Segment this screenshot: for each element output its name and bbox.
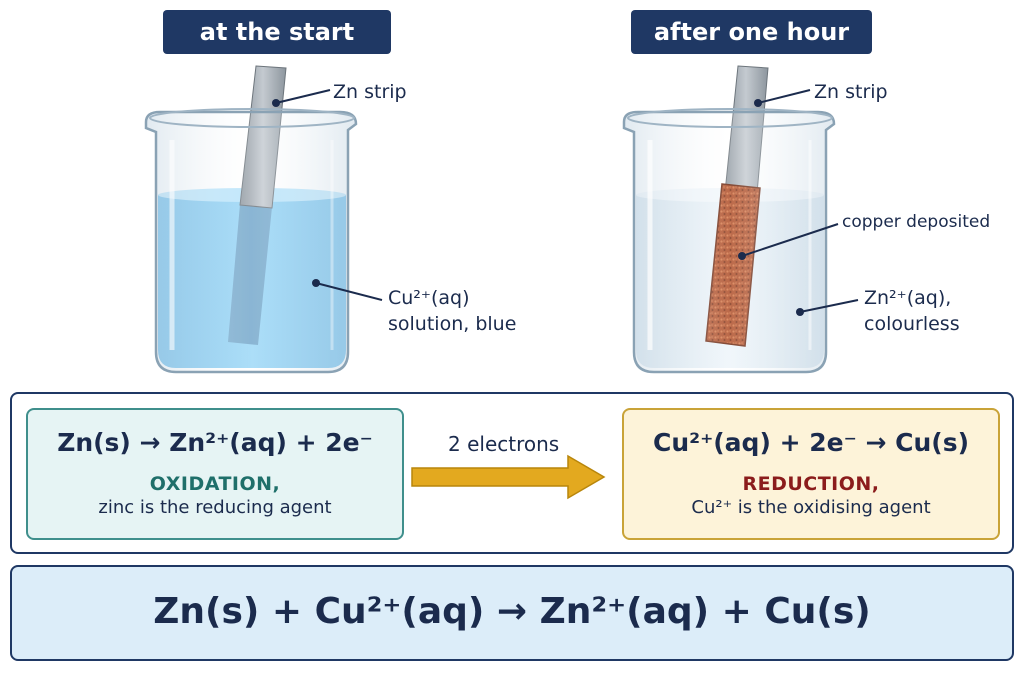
overall-equation: Zn(s) + Cu²⁺(aq) → Zn²⁺(aq) + Cu(s) <box>153 591 871 632</box>
copper-deposit-label: copper deposited <box>842 212 991 232</box>
reduction-tag: REDUCTION, <box>742 473 880 495</box>
left-solution-callout-line <box>315 282 383 301</box>
oxidation-description: zinc is the reducing agent <box>98 497 332 518</box>
overall-equation-box: Zn(s) + Cu²⁺(aq) → Zn²⁺(aq) + Cu(s) <box>10 565 1014 661</box>
electron-transfer-arrow <box>411 454 606 500</box>
title-at-the-start: at the start <box>163 10 391 54</box>
left-solution-label-line1: Cu²⁺(aq) <box>388 287 470 309</box>
beaker-diagrams <box>144 65 859 374</box>
right-strip-callout-line <box>757 89 811 104</box>
reduction-description: Cu²⁺ is the oxidising agent <box>691 497 931 518</box>
left-beaker <box>144 65 383 374</box>
right-solution-callout-line <box>799 299 859 313</box>
oxidation-equation: Zn(s) → Zn²⁺(aq) + 2e⁻ <box>57 428 373 457</box>
electron-transfer-label: 2 electrons <box>448 432 560 456</box>
left-strip-label: Zn strip <box>333 81 407 103</box>
left-strip-callout-line <box>275 89 331 104</box>
copper-callout-line <box>741 223 839 257</box>
title-after-one-hour: after one hour <box>631 10 872 54</box>
reduction-equation: Cu²⁺(aq) + 2e⁻ → Cu(s) <box>652 428 970 457</box>
right-solution-label-line1: Zn²⁺(aq), <box>864 287 952 309</box>
right-beaker <box>622 65 859 374</box>
left-solution-label-line2: solution, blue <box>388 313 517 335</box>
right-solution-label-line2: colourless <box>864 313 960 335</box>
oxidation-box: Zn(s) → Zn²⁺(aq) + 2e⁻ OXIDATION, zinc i… <box>26 408 404 540</box>
reduction-box: Cu²⁺(aq) + 2e⁻ → Cu(s) REDUCTION, Cu²⁺ i… <box>622 408 1000 540</box>
oxidation-tag: OXIDATION, <box>149 473 281 495</box>
right-strip-label: Zn strip <box>814 81 888 103</box>
